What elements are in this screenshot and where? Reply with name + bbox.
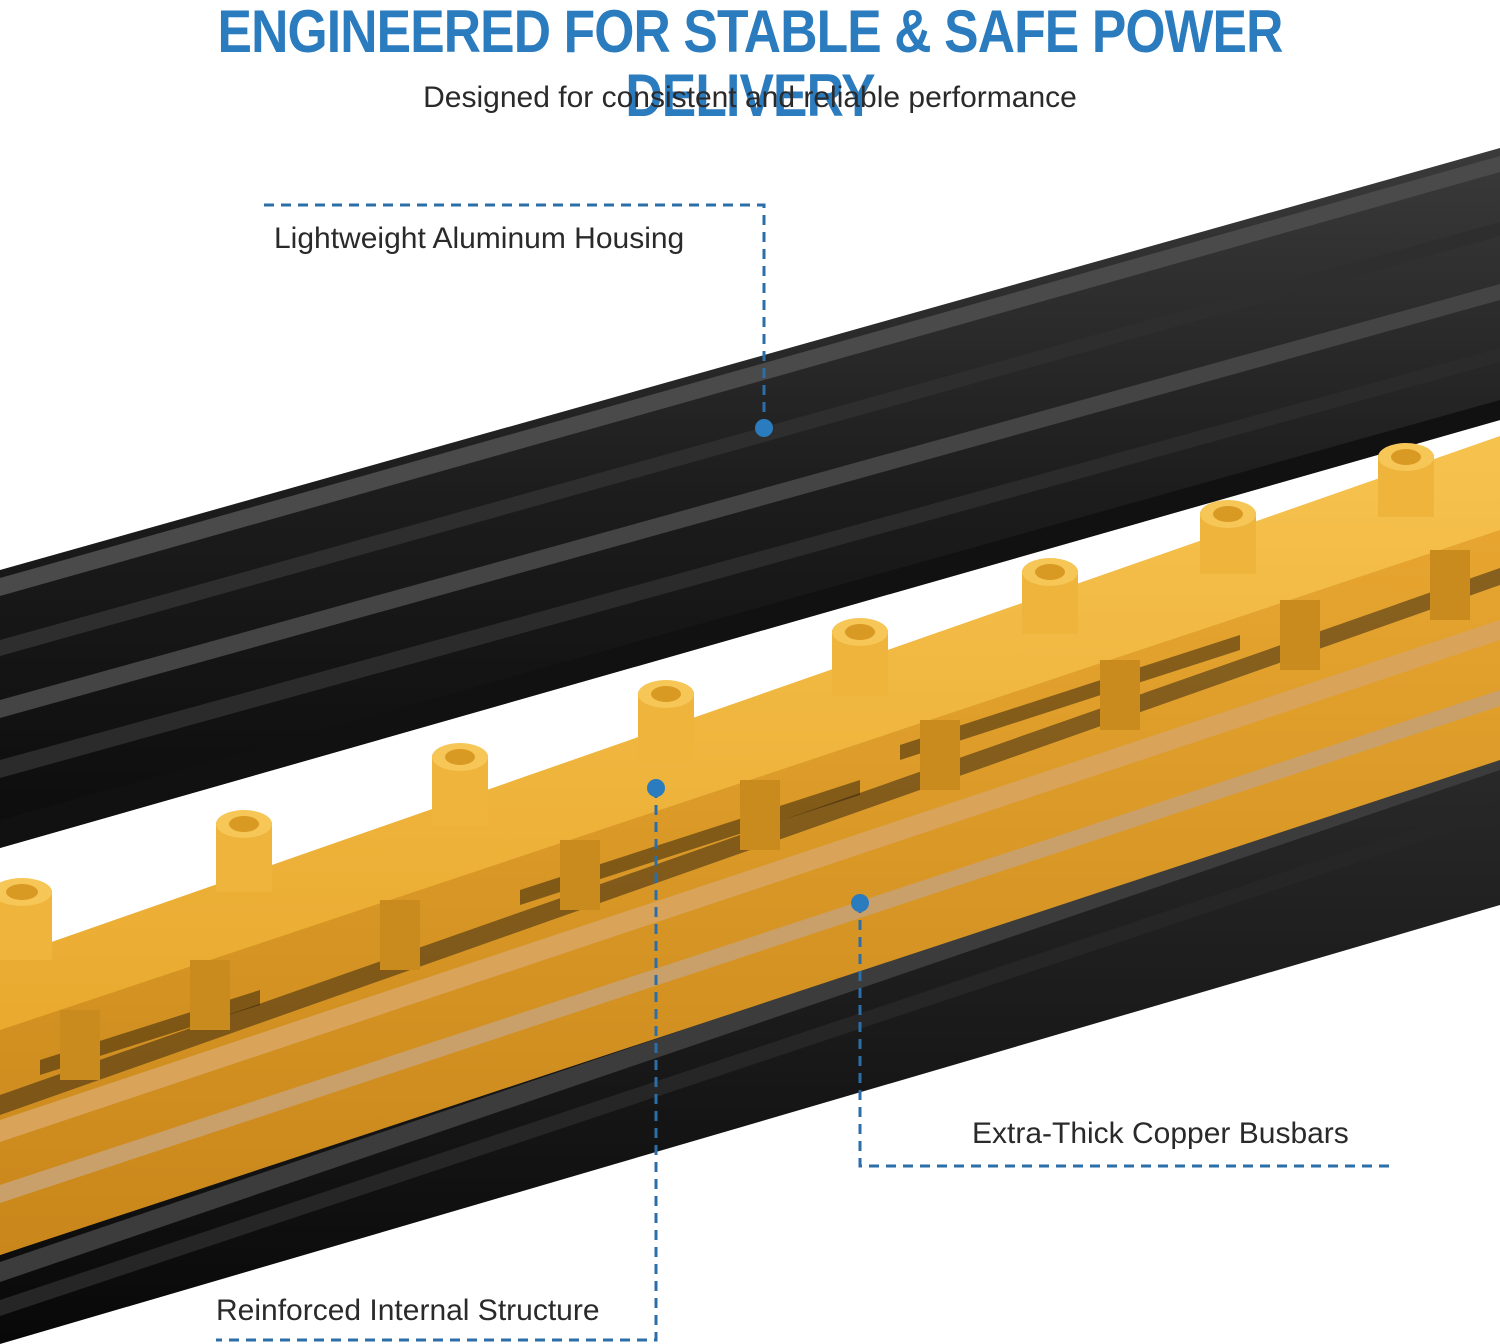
mounting-post <box>1022 558 1078 634</box>
mounting-post <box>0 878 52 960</box>
housing-callout-label: Lightweight Aluminum Housing <box>274 222 685 255</box>
mounting-post <box>638 680 694 762</box>
mounting-post <box>1378 443 1434 517</box>
housing-marker-dot <box>755 419 773 437</box>
mounting-posts <box>0 443 1434 960</box>
internal-structure <box>0 436 1500 1255</box>
mounting-post <box>1200 500 1256 574</box>
mounting-post <box>832 618 888 696</box>
aluminum-housing-base <box>0 745 1500 1344</box>
structure-leader-line <box>216 788 658 1342</box>
structure-marker-dot <box>647 779 665 797</box>
page-title: ENGINEERED FOR STABLE & SAFE POWER DELIV… <box>217 0 1284 129</box>
page-subtitle: Designed for consistent and reliable per… <box>423 81 1077 114</box>
mounting-post <box>216 810 272 892</box>
aluminum-housing-cover <box>0 148 1500 848</box>
busbars-marker-dot <box>851 894 869 912</box>
mounting-post <box>432 743 488 825</box>
housing-leader-line <box>264 203 766 428</box>
busbars-callout-label: Extra-Thick Copper Busbars <box>972 1117 1349 1150</box>
structure-callout-label: Reinforced Internal Structure <box>216 1294 600 1327</box>
busbars-leader-line <box>858 903 1396 1168</box>
